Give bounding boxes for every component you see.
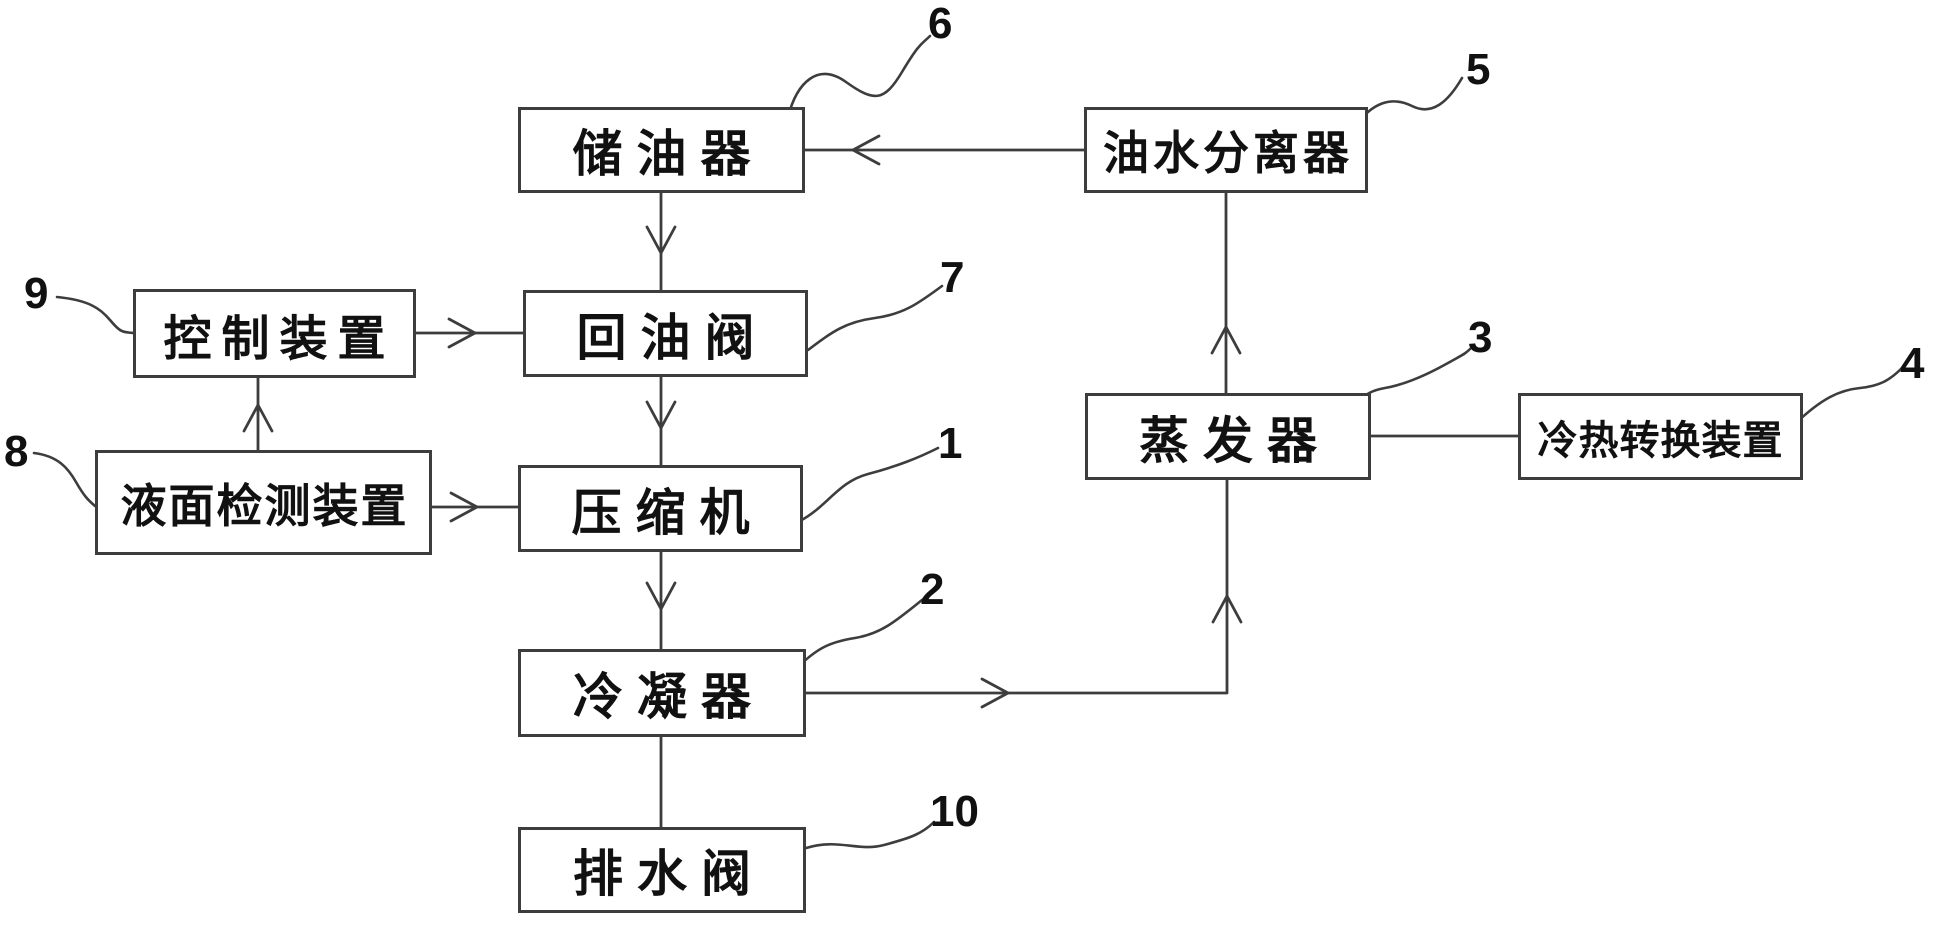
ref-number-7: 7 xyxy=(940,253,965,302)
ref-number-1: 1 xyxy=(938,419,963,468)
node-compressor: 压缩机 xyxy=(518,465,803,552)
leader-ref-9 xyxy=(55,295,135,335)
leader-ref-1 xyxy=(798,446,940,523)
leader-ref-4 xyxy=(1793,366,1904,426)
node-condenser-label: 冷凝器 xyxy=(573,669,765,725)
node-oil-reservoir: 储油器 xyxy=(518,107,805,193)
ref-number-9: 9 xyxy=(24,269,49,318)
edge-evaporator-to-separator xyxy=(1210,191,1242,395)
node-control-device: 控制装置 xyxy=(133,289,416,378)
node-drain-valve-label: 排水阀 xyxy=(573,846,765,902)
node-oil-return-valve: 回油阀 xyxy=(523,290,808,377)
node-evaporator-label: 蒸发器 xyxy=(1139,412,1331,469)
node-liquid-level-detector-label: 液面检测装置 xyxy=(120,479,409,532)
edge-detector-to-compressor xyxy=(430,491,520,523)
edge-compressor-to-condenser xyxy=(645,550,677,651)
edge-return-valve-to-compressor xyxy=(645,375,677,467)
ref-number-8: 8 xyxy=(4,427,29,476)
ref-number-5: 5 xyxy=(1466,45,1491,94)
leader-ref-2 xyxy=(798,598,924,667)
node-compressor-label: 压缩机 xyxy=(571,484,764,541)
node-cold-heat-converter: 冷热转换装置 xyxy=(1518,393,1803,480)
edge-control-to-return-valve xyxy=(414,317,525,349)
ref-number-6: 6 xyxy=(928,0,953,48)
node-oil-water-separator: 油水分离器 xyxy=(1084,107,1368,193)
leader-ref-10 xyxy=(804,820,936,850)
ref-number-4: 4 xyxy=(1900,339,1925,388)
leader-ref-5 xyxy=(1353,76,1464,129)
leader-ref-8 xyxy=(32,451,97,508)
node-condenser: 冷凝器 xyxy=(518,649,806,737)
edge-reservoir-to-return-valve xyxy=(645,191,677,292)
node-evaporator: 蒸发器 xyxy=(1085,393,1371,480)
edge-condenser-to-evaporator xyxy=(804,478,1243,709)
node-oil-water-separator-label: 油水分离器 xyxy=(1103,127,1353,179)
ref-number-2: 2 xyxy=(920,565,945,614)
edge-separator-to-reservoir xyxy=(803,134,1086,166)
leader-ref-3 xyxy=(1354,347,1472,427)
leader-ref-7 xyxy=(806,284,944,352)
node-drain-valve: 排水阀 xyxy=(518,827,806,913)
node-oil-reservoir-label: 储油器 xyxy=(572,126,765,182)
node-cold-heat-converter-label: 冷热转换装置 xyxy=(1537,418,1784,463)
leader-ref-6 xyxy=(786,34,932,119)
ref-number-3: 3 xyxy=(1468,313,1493,362)
node-control-device-label: 控制装置 xyxy=(163,312,396,366)
edge-detector-to-control xyxy=(242,376,274,452)
node-liquid-level-detector: 液面检测装置 xyxy=(95,450,432,555)
ref-number-10: 10 xyxy=(930,787,979,836)
node-oil-return-valve-label: 回油阀 xyxy=(576,309,769,366)
